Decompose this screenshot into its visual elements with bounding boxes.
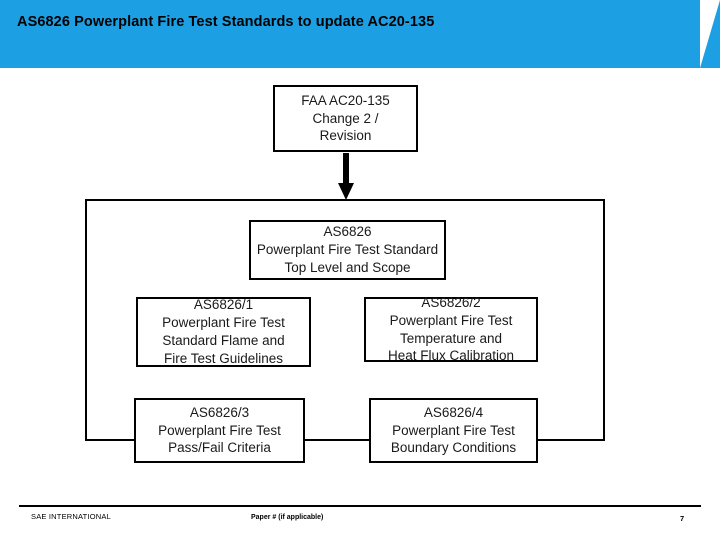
node-faa-line-3: Revision xyxy=(319,128,372,144)
node-as6826-line-3: Top Level and Scope xyxy=(284,259,411,275)
node-as6826-4-line-2: Powerplant Fire Test xyxy=(392,422,515,438)
node-as6826-1-line-3: Standard Flame and xyxy=(162,333,285,348)
node-as6826-2-line-4: Heat Flux Calibration xyxy=(387,348,515,364)
footer-organization: SAE INTERNATIONAL xyxy=(31,512,111,521)
page-title: AS6826 Powerplant Fire Test Standards to… xyxy=(17,14,435,30)
node-as6826-line-1: AS6826 xyxy=(323,224,372,240)
node-as6826-1-line-2: Powerplant Fire Test xyxy=(162,315,285,331)
node-as6826-1: AS6826/1 Powerplant Fire Test Standard F… xyxy=(136,297,311,367)
down-arrow-icon xyxy=(338,153,354,200)
node-as6826-2-line-3: Temperature and xyxy=(399,330,503,346)
footer-divider xyxy=(19,505,701,507)
node-as6826-1-line-4: Fire Test Guidelines xyxy=(163,350,284,366)
node-faa-ac20-135: FAA AC20-135 Change 2 / Revision xyxy=(273,85,418,152)
node-as6826-3-line-3: Pass/Fail Criteria xyxy=(168,440,271,456)
node-faa-line-1: FAA AC20-135 xyxy=(301,92,390,108)
node-as6826-2: AS6826/2 Powerplant Fire Test Temperatur… xyxy=(364,294,538,364)
node-as6826-3: AS6826/3 Powerplant Fire Test Pass/Fail … xyxy=(134,398,305,463)
node-as6826-top-level: AS6826 Powerplant Fire Test Standard Top… xyxy=(249,220,446,280)
node-as6826-4-line-3: Boundary Conditions xyxy=(390,440,517,456)
node-as6826-3-line-2: Powerplant Fire Test xyxy=(158,422,281,438)
node-as6826-2-line-1: AS6826/2 xyxy=(421,294,481,310)
header-banner: AS6826 Powerplant Fire Test Standards to… xyxy=(0,0,720,68)
node-as6826-4-line-1: AS6826/4 xyxy=(423,404,484,420)
footer-page-number: 7 xyxy=(680,514,685,523)
diagram-canvas: FAA AC20-135 Change 2 / Revision AS6826 … xyxy=(0,68,720,498)
footer-paper-label: Paper # (if applicable) xyxy=(251,514,324,521)
node-as6826-line-2: Powerplant Fire Test Standard xyxy=(256,242,439,258)
node-as6826-1-line-1: AS6826/1 xyxy=(193,297,254,313)
node-faa-line-2: Change 2 / xyxy=(312,110,379,126)
node-as6826-2-line-2: Powerplant Fire Test xyxy=(389,312,513,328)
node-as6826-4: AS6826/4 Powerplant Fire Test Boundary C… xyxy=(369,398,538,463)
node-as6826-3-line-1: AS6826/3 xyxy=(189,404,250,420)
